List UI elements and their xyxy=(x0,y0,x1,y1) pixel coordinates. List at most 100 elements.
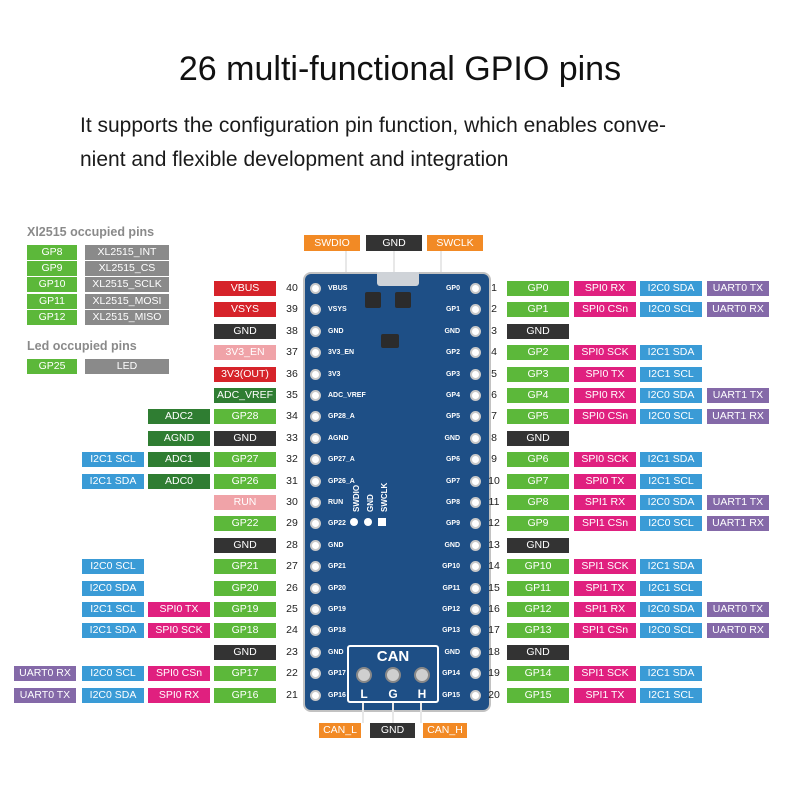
pin-number: 31 xyxy=(286,474,298,487)
board-label-swclk: SWCLK xyxy=(380,482,389,512)
pin-number: 39 xyxy=(286,303,298,316)
pin-function-tag: GP7 xyxy=(507,473,569,489)
board-label-swdio: SWDIO xyxy=(352,484,361,512)
can-h-tag: CAN_H xyxy=(423,723,467,738)
pin-pad xyxy=(470,347,481,359)
pcb-pin-label: GP15 xyxy=(442,691,460,699)
pcb-pin-label: GP0 xyxy=(445,285,460,292)
pin-function-tag: GP10 xyxy=(507,559,569,575)
pin-number: 36 xyxy=(286,367,298,380)
pin-number: 22 xyxy=(286,667,298,680)
pin-function-tag: UART1 RX xyxy=(707,516,769,532)
pin-number: 40 xyxy=(286,282,298,294)
pin-number: 8 xyxy=(491,431,497,444)
pin-function-tag: GP15 xyxy=(507,687,569,703)
pcb-pin-label: GP14 xyxy=(442,670,460,678)
chip xyxy=(365,292,381,308)
pin-pad xyxy=(310,432,321,444)
pin-number: 24 xyxy=(286,624,298,637)
xl2515-gp-tag: GP10 xyxy=(27,277,77,293)
pin-function-tag: GP6 xyxy=(507,452,569,468)
pcb-pin-label: VSYS xyxy=(328,306,347,314)
pin-function-tag: SPI0 CSn xyxy=(574,409,636,425)
pin-number: 15 xyxy=(488,581,500,594)
pin-function-tag: I2C0 SDA xyxy=(640,602,702,617)
pin-function-tag: ADC2 xyxy=(148,409,210,425)
pin-number: 12 xyxy=(488,517,500,530)
xl2515-fn-tag: XL2515_INT xyxy=(85,245,169,260)
top-gnd-tag: GND xyxy=(366,235,422,251)
pin-function-tag: ADC_VREF xyxy=(214,388,276,403)
pin-number: 26 xyxy=(286,581,298,594)
pin-function-tag: SPI1 RX xyxy=(574,495,636,510)
pcb-pin-label: GP19 xyxy=(328,606,346,613)
pin-function-tag: GND xyxy=(214,323,276,339)
pin-function-tag: GP14 xyxy=(507,666,569,682)
pin-pad xyxy=(310,283,321,294)
pin-pad xyxy=(310,625,321,637)
pin-pad xyxy=(310,347,321,359)
pcb-pin-label: RUN xyxy=(328,499,344,506)
pin-number: 13 xyxy=(488,538,500,551)
pin-function-tag: SPI1 CSn xyxy=(574,516,636,532)
pin-number: 5 xyxy=(491,367,497,380)
can-letter-l: L xyxy=(360,687,368,701)
pin-function-tag: GP17 xyxy=(214,666,276,682)
chip xyxy=(381,334,399,348)
pin-function-tag: UART0 TX xyxy=(707,281,769,296)
pin-function-tag: GP18 xyxy=(214,623,276,639)
pin-number: 32 xyxy=(286,453,298,466)
pin-pad xyxy=(470,432,481,444)
can-letter-h: H xyxy=(417,687,427,701)
pcb-pin-label: GP22 xyxy=(328,520,346,528)
pin-function-tag: I2C1 SCL xyxy=(640,580,702,596)
can-wire xyxy=(362,703,364,723)
led-gp-tag: GP25 xyxy=(27,359,77,374)
swdio-tag: SWDIO xyxy=(304,235,360,251)
pin-function-tag: GP8 xyxy=(507,495,569,510)
pin-pad xyxy=(310,689,321,701)
pin-pad xyxy=(470,325,481,337)
pin-function-tag: GND xyxy=(214,430,276,446)
pcb-pin-label: GP26_A xyxy=(328,477,355,485)
pin-function-tag: I2C0 SDA xyxy=(82,580,144,596)
pin-number: 6 xyxy=(491,389,497,401)
pcb-pin-label: GND xyxy=(328,327,344,335)
pin-function-tag: 3V3_EN xyxy=(214,345,276,361)
xl2515-fn-tag: XL2515_CS xyxy=(85,261,169,277)
pin-function-tag: UART0 RX xyxy=(707,302,769,318)
can-title: CAN xyxy=(376,648,410,665)
xl2515-gp-tag: GP11 xyxy=(27,293,77,309)
pcb-pin-label: GP8 xyxy=(445,499,460,506)
pin-function-tag: GP1 xyxy=(507,302,569,318)
pin-function-tag: I2C0 SDA xyxy=(640,495,702,510)
pin-function-tag: I2C1 SDA xyxy=(640,666,702,682)
pin-function-tag: GND xyxy=(507,537,569,553)
pin-number: 10 xyxy=(488,474,500,487)
pin-function-tag: I2C1 SDA xyxy=(82,473,144,489)
pin-function-tag: I2C1 SCL xyxy=(640,473,702,489)
pin-function-tag: GP16 xyxy=(214,687,276,703)
pin-pad xyxy=(470,283,481,294)
pin-number: 9 xyxy=(491,453,497,466)
pin-number: 29 xyxy=(286,517,298,530)
pin-function-tag: SPI1 CSn xyxy=(574,623,636,639)
pin-function-tag: SPI1 TX xyxy=(574,580,636,596)
pcb-pin-label: AGND xyxy=(328,434,349,442)
pcb-pin-label: 3V3_EN xyxy=(328,349,355,357)
pin-function-tag: GP5 xyxy=(507,409,569,425)
pin-number: 11 xyxy=(488,496,500,508)
page-title: 26 multi-functional GPIO pins xyxy=(178,50,622,88)
pin-function-tag: SPI0 RX xyxy=(574,281,636,296)
pin-function-tag: SPI1 SCK xyxy=(574,559,636,575)
pin-number: 37 xyxy=(286,346,298,359)
pin-number: 20 xyxy=(488,688,500,701)
can-letter-g: G xyxy=(388,687,398,701)
pin-function-tag: SPI1 TX xyxy=(574,687,636,703)
pin-number: 7 xyxy=(491,410,497,423)
pin-function-tag: GND xyxy=(507,644,569,660)
pin-function-tag: RUN xyxy=(214,495,276,510)
pin-function-tag: I2C0 SCL xyxy=(640,516,702,532)
pin-number: 14 xyxy=(488,560,500,573)
pin-pad xyxy=(470,454,481,466)
